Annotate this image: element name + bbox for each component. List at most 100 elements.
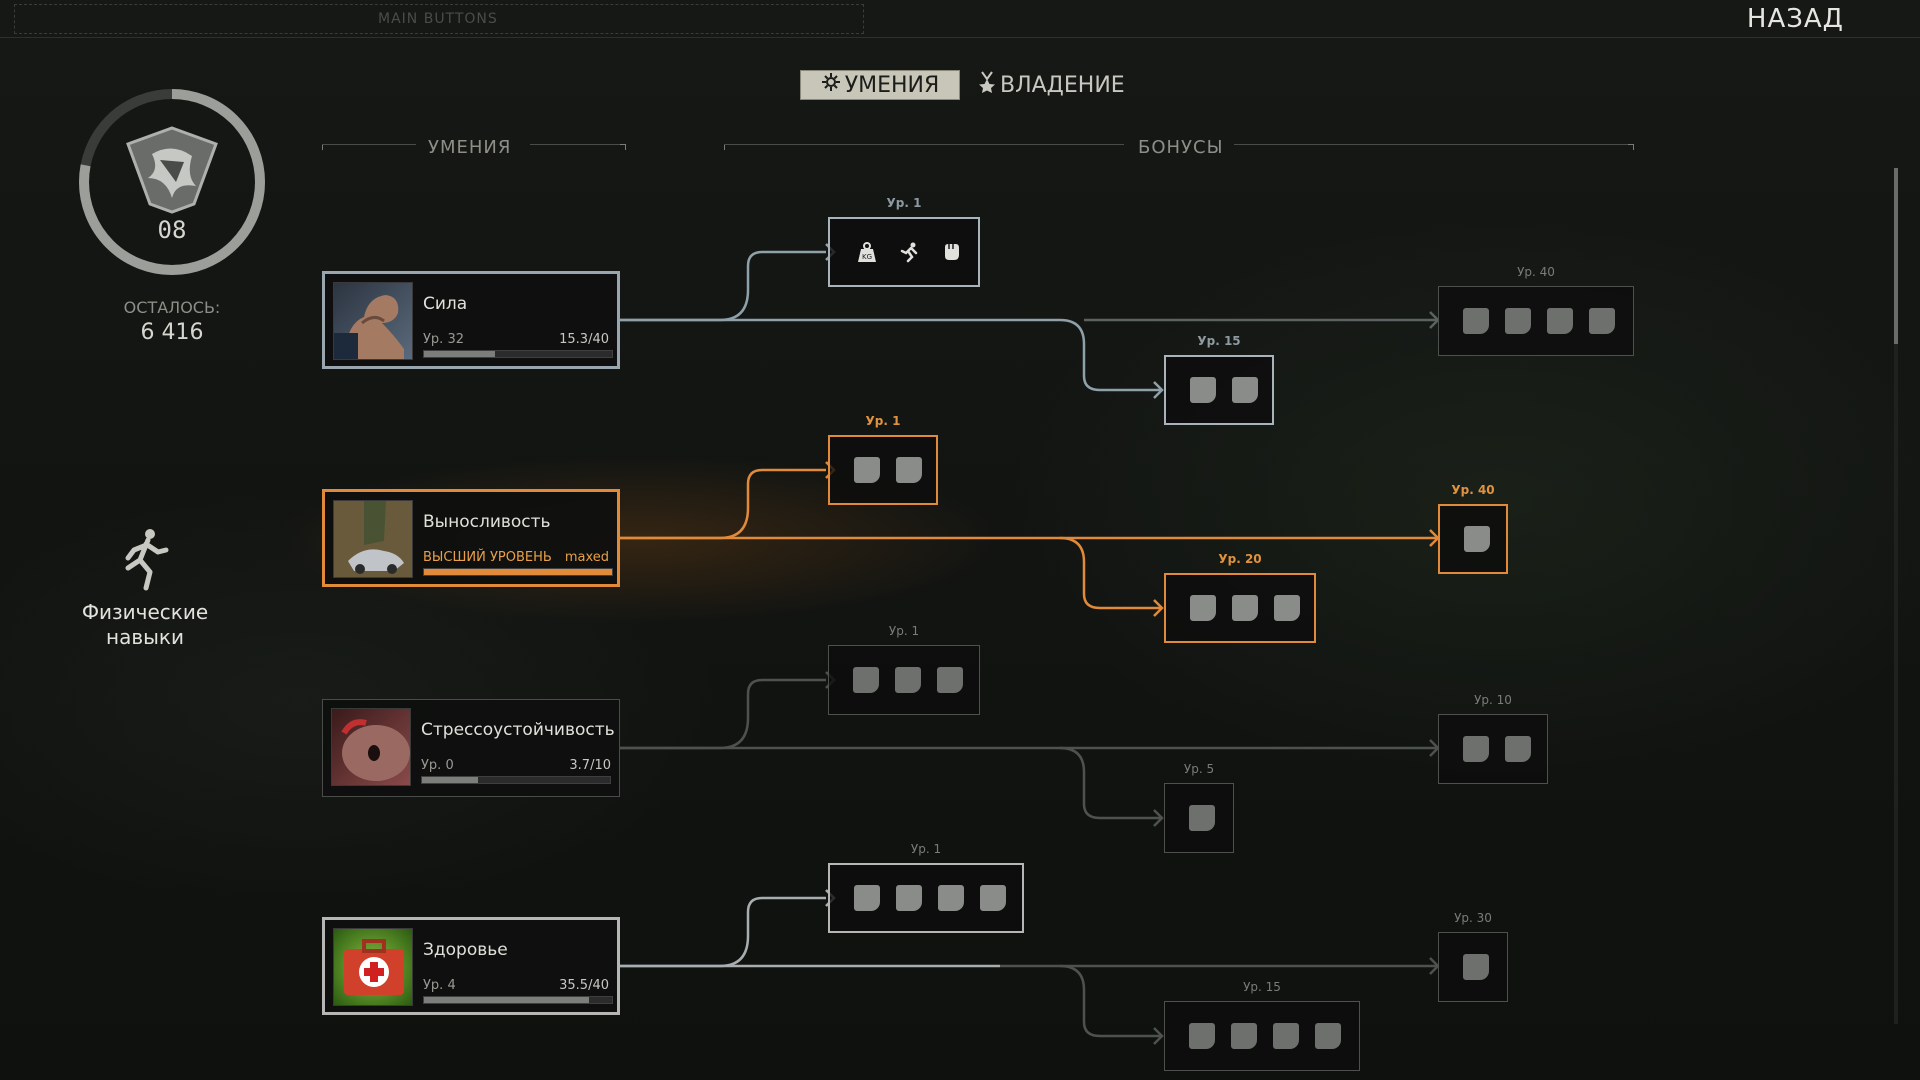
skill-level: Ур. 4 [423,978,456,993]
remaining-value: 6 416 [140,320,204,345]
bonuses-header-line-right [1234,144,1634,145]
skills-tab-icon [821,72,841,98]
locked-perk-icon[interactable] [1189,1023,1215,1049]
bonus-box-strength-1: KG [828,217,980,287]
bonus-level-label: Ур. 1 [865,414,901,428]
locked-perk-icon[interactable] [1232,595,1258,621]
skill-card-strength[interactable]: Сила Ур. 32 15.3/40 [322,271,620,369]
locked-perk-icon[interactable] [1190,595,1216,621]
skill-name: Сила [423,294,468,314]
medal-icon [978,71,996,99]
bonus-box-health-1 [828,863,1024,933]
category-label-line1: Физические [81,600,209,624]
locked-perk-icon[interactable] [1463,954,1489,980]
locked-perk-icon[interactable] [1273,1023,1299,1049]
locked-perk-icon[interactable] [896,885,922,911]
bonus-box-strength-40 [1438,286,1634,356]
scrollbar-track[interactable] [1894,168,1898,1024]
svg-text:KG: KG [862,253,872,261]
locked-perk-icon[interactable] [853,667,879,693]
bonus-box-strength-15 [1164,355,1274,425]
skills-header-right-tick [620,144,626,150]
back-button[interactable]: НАЗАД [1746,4,1844,34]
locked-perk-icon[interactable] [1231,1023,1257,1049]
locked-perk-icon[interactable] [938,885,964,911]
bonus-box-health-15 [1164,1001,1360,1071]
locked-perk-icon[interactable] [1505,308,1531,334]
scrollbar-thumb[interactable] [1894,168,1898,344]
locked-perk-icon[interactable] [980,885,1006,911]
skill-progress: 35.5/40 [559,978,609,993]
locked-perk-icon[interactable] [1190,377,1216,403]
category-label-line2: навыки [106,625,184,649]
skill-level: Ур. 0 [421,758,454,773]
player-level: 08 [157,216,187,244]
skill-progress-bar [423,350,613,358]
bonus-level-label: Ур. 40 [1517,265,1555,279]
skill-progress: maxed [564,550,609,565]
endurance-thumbnail [333,500,413,578]
bonus-box-endurance-1 [828,435,938,505]
tab-mastering[interactable]: ВЛАДЕНИЕ [978,70,1125,100]
locked-perk-icon[interactable] [1463,308,1489,334]
bonus-box-stress-1 [828,645,980,715]
tab-skills[interactable]: УМЕНИЯ [800,70,960,100]
bonus-box-endurance-40 [1438,504,1508,574]
locked-perk-icon[interactable] [1547,308,1573,334]
level-badge-icon [126,126,218,214]
bonus-box-stress-5 [1164,783,1234,853]
skill-name: Стрессоустойчивость [421,720,615,740]
top-bar [0,0,1920,38]
bonuses-header-right-tick [1628,144,1634,150]
skill-card-health[interactable]: Здоровье Ур. 4 35.5/40 [322,917,620,1015]
skills-header-line-right [530,144,626,145]
main-buttons-placeholder [14,4,864,34]
locked-perk-icon[interactable] [937,667,963,693]
skill-level: ВЫСШИЙ УРОВЕНЬ [423,550,552,565]
health-thumbnail [333,928,413,1006]
weight-icon[interactable]: KG [854,239,880,265]
locked-perk-icon[interactable] [854,885,880,911]
connector-stress-resistance [620,671,1440,827]
locked-perk-icon[interactable] [1505,736,1531,762]
skill-progress-bar [423,568,613,576]
locked-perk-icon[interactable] [896,457,922,483]
category-label[interactable]: Физические навыки [60,600,230,650]
skill-progress-bar [423,996,613,1004]
locked-perk-icon[interactable] [1464,526,1490,552]
tab-mastering-label: ВЛАДЕНИЕ [1000,72,1125,98]
bonus-level-label: Ур. 5 [1183,762,1215,776]
locked-perk-icon[interactable] [1315,1023,1341,1049]
tab-skills-label: УМЕНИЯ [844,72,940,98]
skill-card-endurance[interactable]: Выносливость ВЫСШИЙ УРОВЕНЬ maxed [322,489,620,587]
bonus-level-label: Ур. 40 [1451,483,1495,497]
skill-progress-bar [421,776,611,784]
bonus-level-label: Ур. 30 [1454,911,1492,925]
skills-section-title: УМЕНИЯ [428,137,512,158]
bonuses-section-title: БОНУСЫ [1138,137,1224,158]
skills-header-line-left [322,144,416,145]
bonus-level-label: Ур. 1 [888,624,920,638]
locked-perk-icon[interactable] [1589,308,1615,334]
bonus-level-label: Ур. 10 [1474,693,1512,707]
running-man-icon [125,529,169,591]
fist-icon[interactable] [938,239,964,265]
locked-perk-icon[interactable] [1189,805,1215,831]
main-buttons-label: MAIN BUTTONS [378,11,498,27]
bonuses-header-line-left [724,144,1124,145]
skill-level: Ур. 32 [423,332,464,347]
bonus-box-stress-10 [1438,714,1548,784]
locked-perk-icon[interactable] [1463,736,1489,762]
locked-perk-icon[interactable] [1274,595,1300,621]
bonus-box-endurance-20 [1164,573,1316,643]
skill-card-stress-resistance[interactable]: Стрессоустойчивость Ур. 0 3.7/10 [322,699,620,797]
locked-perk-icon[interactable] [854,457,880,483]
jump-icon[interactable] [896,239,922,265]
strength-thumbnail [333,282,413,360]
bonus-level-label: Ур. 1 [910,842,942,856]
locked-perk-icon[interactable] [895,667,921,693]
skill-progress: 3.7/10 [569,758,611,773]
skill-name: Здоровье [423,940,508,960]
skill-name: Выносливость [423,512,551,532]
locked-perk-icon[interactable] [1232,377,1258,403]
